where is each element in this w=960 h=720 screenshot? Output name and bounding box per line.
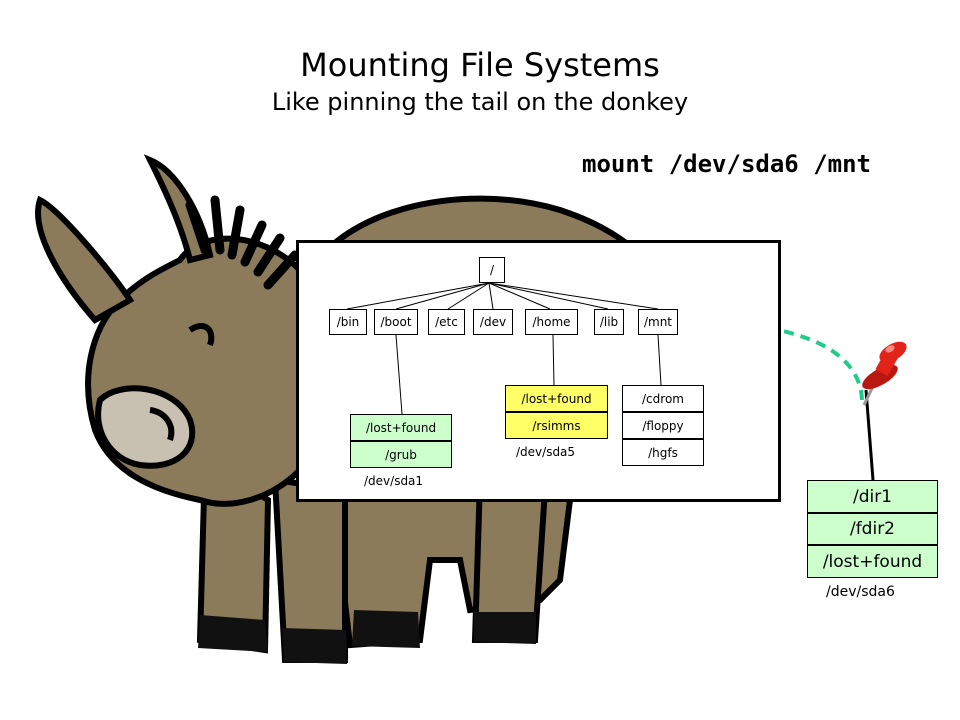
sda1-lost-found: /lost+found	[350, 414, 452, 441]
donkey-ear	[35, 195, 135, 324]
dir-bin: /bin	[329, 309, 367, 335]
sda5-lost-found: /lost+found	[505, 385, 608, 412]
donkey-hoof	[282, 628, 347, 664]
mount-tail-line	[864, 389, 875, 481]
dir-lib: /lib	[594, 309, 624, 335]
donkey-eye	[188, 323, 215, 346]
dir-etc: /etc	[428, 309, 465, 335]
dir-boot: /boot	[374, 309, 418, 335]
sda6-lost-found: /lost+found	[807, 545, 938, 578]
donkey-hoof	[474, 612, 536, 644]
sda6-label: /dev/sda6	[826, 584, 895, 600]
donkey-hoof	[198, 615, 268, 652]
filesystem-panel: / /bin /boot /etc /dev /home /lib /mnt /…	[296, 240, 781, 502]
dir-mnt: /mnt	[638, 309, 678, 335]
mnt-floppy: /floppy	[622, 412, 704, 439]
sda6-fdir2: /fdir2	[807, 513, 938, 545]
mnt-hgfs: /hgfs	[622, 439, 704, 466]
pushpin-icon	[862, 341, 907, 406]
page-title: Mounting File Systems	[300, 46, 660, 84]
dir-home: /home	[525, 309, 578, 335]
sda1-label: /dev/sda1	[364, 474, 424, 488]
mount-command: mount /dev/sda6 /mnt	[582, 150, 871, 178]
root-dir: /	[479, 257, 505, 283]
dir-dev: /dev	[473, 309, 513, 335]
donkey-mane	[185, 195, 300, 290]
sda5-label: /dev/sda5	[516, 445, 576, 459]
page-subtitle: Like pinning the tail on the donkey	[271, 88, 689, 116]
donkey-hoof	[352, 610, 420, 648]
donkey-head	[85, 235, 326, 507]
sda1-grub: /grub	[350, 441, 452, 468]
mnt-cdrom: /cdrom	[622, 385, 704, 412]
sda6-dir1: /dir1	[807, 480, 938, 513]
sda5-rsimms: /rsimms	[505, 412, 608, 439]
donkey-muzzle	[95, 385, 195, 469]
tree-lines	[346, 282, 662, 415]
